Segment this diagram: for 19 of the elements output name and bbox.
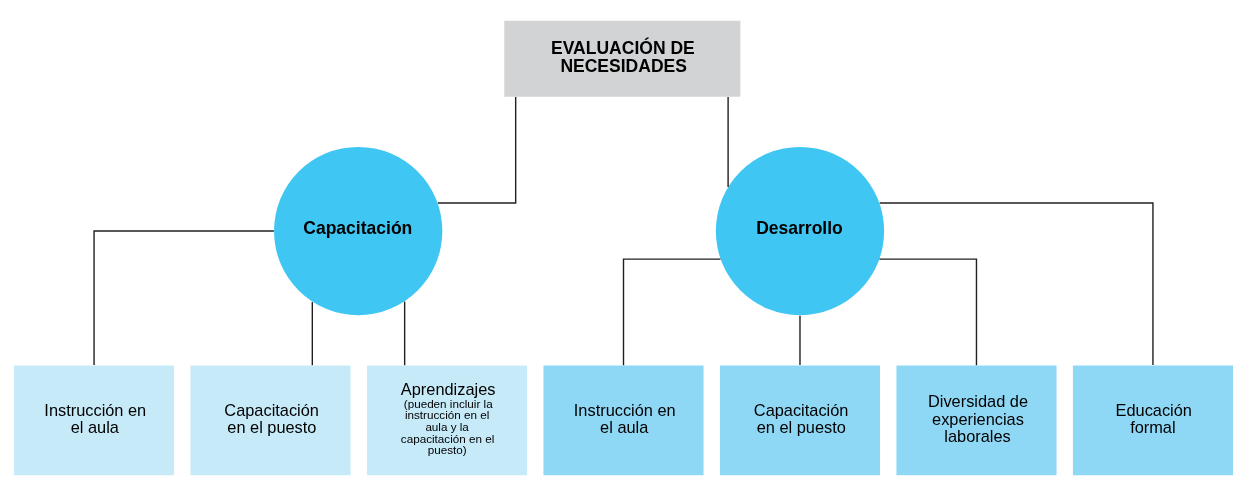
node-box: Capacitación en el puesto [190,365,351,476]
connector [799,315,801,366]
connector [878,258,978,367]
connector [93,230,275,366]
node-box: Capacitación en el puesto [719,365,881,476]
connector [437,96,517,204]
node-box: Instrucción en el aula [14,365,175,476]
node-box: EVALUACIÓN DE NECESIDADES [504,20,741,97]
connector [622,258,722,367]
connector [878,202,1154,366]
node-box: Diversidad de experiencias laborales [896,365,1057,476]
connector [403,300,406,366]
node-box: Aprendizajes (pueden incluir la instrucción en el aula y la capacitación en el puesto) [366,365,528,476]
node-circle: Capacitación [274,146,443,316]
node-circle: Desarrollo [715,146,885,316]
node-box: Educación formal [1072,365,1233,476]
connector [727,96,729,188]
connector [311,301,313,366]
node-box: Instrucción en el aula [543,365,704,476]
